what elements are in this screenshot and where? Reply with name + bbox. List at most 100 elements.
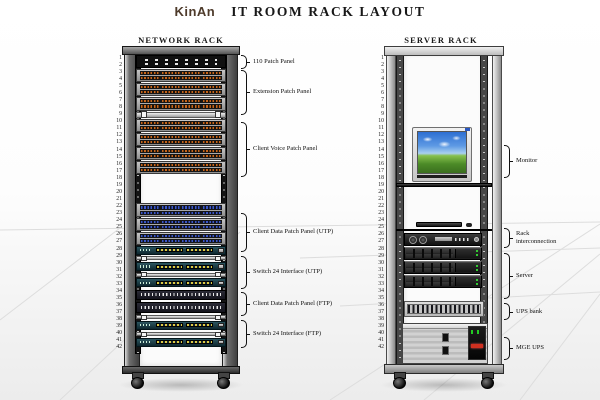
uplink-module	[217, 248, 224, 253]
callout-switch-24-interface-utp: Switch 24 Interface (UTP)	[241, 255, 353, 289]
keyboard-shelf	[396, 228, 492, 232]
unit-number: 23	[378, 210, 384, 217]
port-group	[182, 164, 201, 167]
unit-number: 36	[378, 302, 384, 309]
port-group	[202, 100, 221, 103]
server-base	[384, 364, 504, 374]
unit-number: 33	[378, 280, 384, 287]
port-group	[161, 91, 180, 94]
port-group	[182, 100, 201, 103]
port-group	[182, 140, 201, 143]
unit-number: 21	[378, 196, 384, 203]
status-leds	[139, 324, 152, 327]
cable-clip	[215, 314, 221, 320]
data-patch-panel-ftp-2	[136, 302, 226, 313]
unit-number: 2	[381, 61, 384, 68]
port-group	[161, 239, 180, 242]
port-row	[140, 71, 222, 76]
unit-number: 1	[119, 54, 122, 61]
port-group	[182, 225, 201, 228]
unit-number: 33	[116, 280, 122, 287]
power-led	[475, 264, 478, 267]
unit-number: 22	[116, 203, 122, 210]
port-group	[141, 121, 160, 124]
port-group	[182, 135, 201, 138]
port-group	[161, 149, 180, 152]
callout-bracket	[504, 303, 513, 321]
unit-number: 13	[378, 139, 384, 146]
unit-number: 10	[116, 118, 122, 125]
punch-block-row	[145, 62, 217, 65]
unit-number: 26	[116, 231, 122, 238]
unit-number: 23	[116, 210, 122, 217]
server-mount-rail-right	[480, 54, 488, 366]
unit-number: 40	[378, 330, 384, 337]
unit-number: 14	[378, 146, 384, 153]
network-shadow	[118, 378, 244, 392]
unit-number: 7	[119, 97, 122, 104]
ups-control-panel	[468, 326, 486, 361]
kvm-knob	[418, 235, 427, 244]
port-group	[186, 248, 213, 253]
port-group	[141, 211, 160, 214]
unit-number: 19	[116, 181, 122, 188]
port-group	[161, 72, 180, 75]
voice-patch-panel-4	[136, 161, 226, 175]
callout-client-voice-patch-panel: Client Voice Patch Panel	[241, 122, 353, 177]
caster-wheel	[131, 377, 144, 389]
vent-slots	[406, 303, 482, 315]
port-row	[140, 205, 222, 210]
callout-monitor: Monitor	[504, 144, 600, 178]
port-group	[182, 105, 201, 108]
port-row	[140, 238, 222, 243]
unit-number: 20	[378, 188, 384, 195]
callout-bracket	[241, 291, 250, 316]
cable-rail-4	[136, 314, 226, 320]
port-group	[202, 234, 221, 237]
port-group	[186, 340, 213, 345]
callout-bracket	[504, 337, 513, 360]
cable-clip	[215, 111, 221, 119]
port-group	[161, 154, 180, 158]
cable-clip	[215, 255, 221, 261]
callout-bracket	[241, 69, 250, 116]
unit-number: 31	[116, 266, 122, 273]
callout-bracket	[504, 144, 513, 178]
callout-label: Switch 24 Interface (FTP)	[253, 330, 322, 338]
uplink-module	[217, 340, 224, 345]
port-group	[202, 91, 221, 94]
server-top-beam	[384, 46, 504, 56]
port-group	[141, 105, 160, 108]
port-group	[182, 234, 201, 237]
cable-clip	[215, 272, 221, 278]
port-group	[141, 234, 160, 237]
extension-patch-panel-2	[136, 83, 226, 97]
port-group	[161, 135, 180, 138]
port-group	[161, 100, 180, 103]
monitor	[412, 127, 472, 182]
ups-breaker	[441, 345, 449, 355]
callout-client-data-patch-panel-ftp: Client Data Patch Panel (FTP)	[241, 291, 353, 316]
port-row	[140, 293, 222, 297]
callout-bracket	[241, 255, 250, 289]
port-row	[140, 306, 222, 310]
unit-number: 29	[116, 252, 122, 259]
cable-rail-1	[136, 111, 226, 119]
monitor-shelf	[396, 183, 492, 187]
unit-number: 15	[116, 153, 122, 160]
unit-number: 5	[119, 82, 122, 89]
callout-label: Client Data Patch Panel (UTP)	[253, 228, 334, 236]
unit-number: 10	[378, 118, 384, 125]
drive-bays	[406, 277, 454, 287]
port-group	[141, 220, 160, 223]
unit-number: 17	[378, 167, 384, 174]
port-group	[141, 164, 160, 167]
status-leds	[139, 265, 152, 268]
port-group	[161, 220, 180, 223]
port-group	[202, 77, 221, 80]
unit-number: 41	[116, 337, 122, 344]
port-group	[182, 154, 201, 158]
server-front-panel	[455, 277, 480, 287]
port-group	[161, 234, 180, 237]
port-row	[140, 90, 222, 95]
